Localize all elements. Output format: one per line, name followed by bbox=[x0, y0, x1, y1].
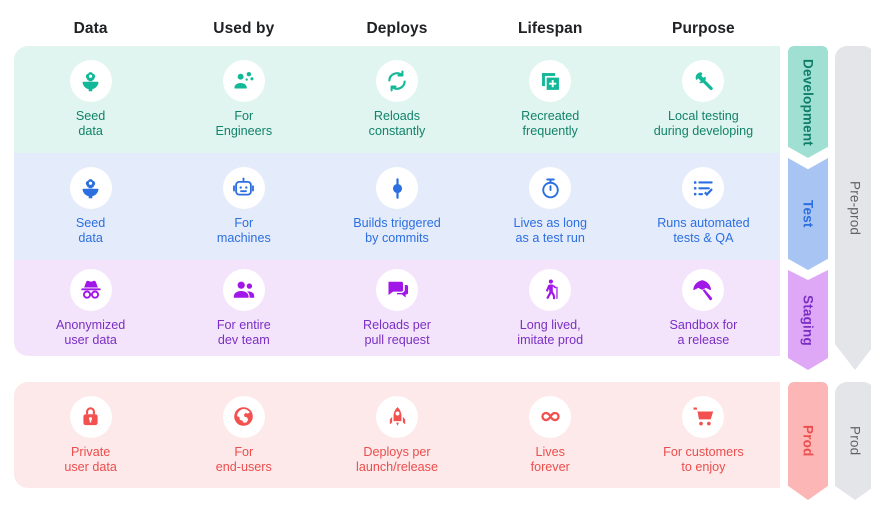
cell-label: For machines bbox=[216, 216, 271, 245]
cell-label: Anonymized user data bbox=[55, 317, 126, 347]
cell-label: For entire dev team bbox=[216, 317, 271, 347]
row-prod: Private user data For end-users Deploys … bbox=[14, 382, 780, 488]
cell-label: Lives as long as a test run bbox=[513, 216, 587, 245]
column-header-row: Data Used by Deploys Lifespan Purpose bbox=[14, 12, 780, 46]
cell-development-deploys: Reloads constantly bbox=[320, 60, 473, 139]
cell-staging-lifespan: Long lived, imitate prod bbox=[474, 268, 627, 348]
sync-refresh-icon bbox=[376, 60, 418, 102]
env-chevron-label: Prod bbox=[800, 425, 816, 457]
column-header-deploys: Deploys bbox=[366, 20, 428, 37]
cell-label: Runs automated tests & QA bbox=[657, 216, 750, 245]
env-chevron-test[interactable]: Test bbox=[788, 158, 828, 270]
cell-label: Lives forever bbox=[530, 444, 570, 474]
group-band-label: Prod bbox=[847, 426, 863, 456]
cell-development-purpose: Local testing during developing bbox=[627, 60, 780, 139]
cell-test-purpose: Runs automated tests & QA bbox=[627, 167, 780, 246]
cell-prod-purpose: For customers to enjoy bbox=[627, 395, 780, 475]
cell-prod-used-by: For end-users bbox=[167, 395, 320, 475]
cell-label: Seed data bbox=[75, 109, 106, 138]
engineer-icon bbox=[222, 60, 265, 102]
cell-staging-deploys: Reloads per pull request bbox=[320, 268, 473, 348]
cell-staging-data: Anonymized user data bbox=[14, 268, 167, 348]
cell-prod-lifespan: Lives forever bbox=[474, 395, 627, 475]
env-chevron-development[interactable]: Development bbox=[788, 46, 828, 158]
robot-icon bbox=[222, 167, 265, 209]
group-band-pre-prod[interactable]: Pre-prod bbox=[835, 46, 871, 370]
people-group-icon bbox=[222, 268, 265, 311]
cell-label: Local testing during developing bbox=[653, 109, 754, 138]
comment-chat-icon bbox=[376, 268, 418, 311]
column-header-lifespan: Lifespan bbox=[517, 20, 583, 37]
cell-test-data: Seed data bbox=[14, 167, 167, 246]
lock-icon bbox=[69, 395, 112, 438]
cell-development-lifespan: Recreated frequently bbox=[474, 60, 627, 139]
globe-icon bbox=[222, 395, 265, 438]
cell-prod-deploys: Deploys per launch/release bbox=[320, 395, 473, 475]
elderly-walking-icon bbox=[529, 268, 572, 311]
cell-development-used-by: For Engineers bbox=[167, 60, 320, 139]
env-chevron-label: Test bbox=[800, 200, 816, 228]
row-test: Seed data For machines bbox=[14, 153, 780, 260]
seedling-icon bbox=[69, 60, 112, 102]
shopping-cart-icon bbox=[682, 395, 725, 438]
beach-umbrella-icon bbox=[682, 268, 725, 311]
cell-test-used-by: For machines bbox=[167, 167, 320, 246]
cell-label: Builds triggered by commits bbox=[353, 216, 441, 245]
stopwatch-icon bbox=[529, 167, 572, 209]
env-chevron-prod[interactable]: Prod bbox=[788, 382, 828, 500]
cell-label: Reloads per pull request bbox=[363, 317, 431, 347]
row-staging: Anonymized user data For entire dev team bbox=[14, 260, 780, 356]
group-band-prod[interactable]: Prod bbox=[835, 382, 871, 500]
env-chevron-label: Staging bbox=[800, 294, 816, 346]
cell-test-lifespan: Lives as long as a test run bbox=[474, 167, 627, 246]
cell-label: Private user data bbox=[64, 444, 117, 474]
cell-label: For Engineers bbox=[215, 109, 273, 138]
commit-icon bbox=[376, 167, 418, 209]
cell-label: Long lived, imitate prod bbox=[517, 317, 584, 347]
column-header-purpose: Purpose bbox=[672, 20, 735, 37]
cell-test-deploys: Builds triggered by commits bbox=[320, 167, 473, 246]
cell-staging-purpose: Sandbox for a release bbox=[627, 268, 780, 348]
incognito-icon bbox=[69, 268, 112, 311]
rocket-icon bbox=[376, 395, 418, 438]
column-header-data: Data bbox=[73, 20, 108, 37]
cell-staging-used-by: For entire dev team bbox=[167, 268, 320, 348]
cell-label: Seed data bbox=[75, 216, 106, 245]
seedling-icon bbox=[69, 167, 112, 209]
add-copy-icon bbox=[529, 60, 572, 102]
column-header-used-by: Used by bbox=[213, 20, 275, 37]
env-chevron-staging[interactable]: Staging bbox=[788, 270, 828, 370]
infinity-icon bbox=[529, 395, 572, 438]
cell-label: Reloads constantly bbox=[368, 109, 426, 138]
cell-label: Deploys per launch/release bbox=[356, 444, 438, 474]
checklist-icon bbox=[682, 167, 725, 209]
env-chevron-label: Development bbox=[800, 58, 816, 146]
cell-label: Recreated frequently bbox=[521, 109, 580, 138]
group-band-label: Pre-prod bbox=[847, 180, 863, 236]
row-development: Seed data For Engineers bbox=[14, 46, 780, 153]
cell-label: For customers to enjoy bbox=[663, 444, 744, 474]
cell-label: For end-users bbox=[215, 444, 272, 474]
cell-development-data: Seed data bbox=[14, 60, 167, 139]
wrench-icon bbox=[682, 60, 725, 102]
cell-prod-data: Private user data bbox=[14, 395, 167, 475]
cell-label: Sandbox for a release bbox=[669, 317, 738, 347]
